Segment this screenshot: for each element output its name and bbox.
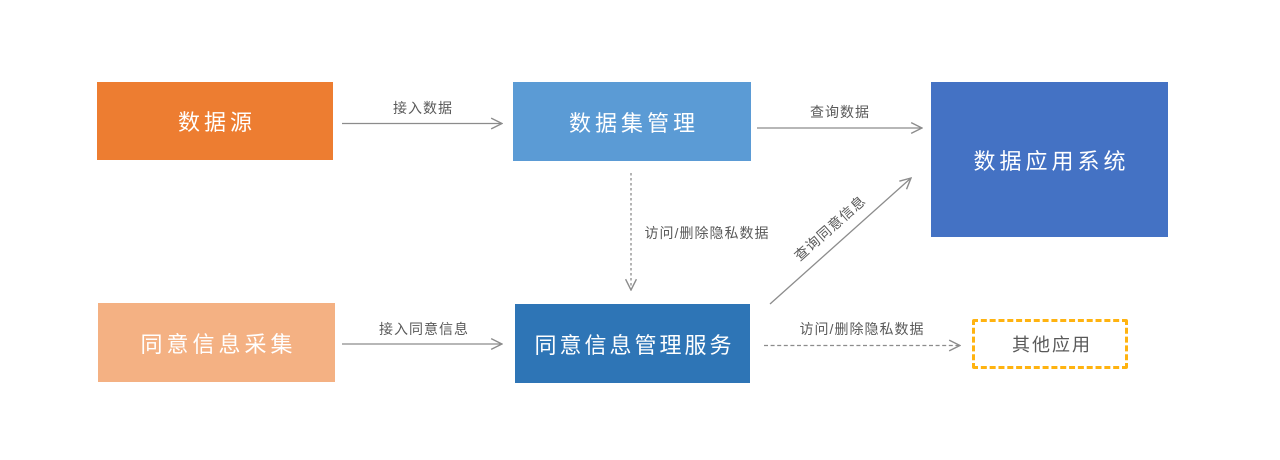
edge-label-access-delete-private-data-vertical: 访问/删除隐私数据 <box>644 225 770 241</box>
node-data-source-label: 数据源 <box>177 110 256 135</box>
node-consent-info-collection-label: 同意信息采集 <box>140 331 297 357</box>
edge-label-access-consent-info: 接入同意信息 <box>379 321 469 337</box>
node-other-applications: 其他应用 <box>972 319 1128 369</box>
node-consent-info-management-service-label: 同意信息管理服务 <box>534 332 735 358</box>
edge-label-access-delete-private-data-horizontal: 访问/删除隐私数据 <box>799 321 925 337</box>
edge-label-query-data: 查询数据 <box>810 104 870 120</box>
node-data-application-system-label: 数据应用系统 <box>973 148 1130 174</box>
node-consent-info-collection: 同意信息采集 <box>98 303 335 382</box>
node-consent-info-management-service: 同意信息管理服务 <box>515 304 750 383</box>
node-other-applications-label: 其他应用 <box>1012 335 1092 355</box>
node-data-source: 数据源 <box>97 82 333 160</box>
node-dataset-management-label: 数据集管理 <box>568 110 699 136</box>
edge-query-consent-info-arrow <box>769 178 911 305</box>
node-data-application-system: 数据应用系统 <box>931 82 1168 237</box>
edge-label-access-data: 接入数据 <box>393 100 453 116</box>
node-dataset-management: 数据集管理 <box>513 82 751 161</box>
